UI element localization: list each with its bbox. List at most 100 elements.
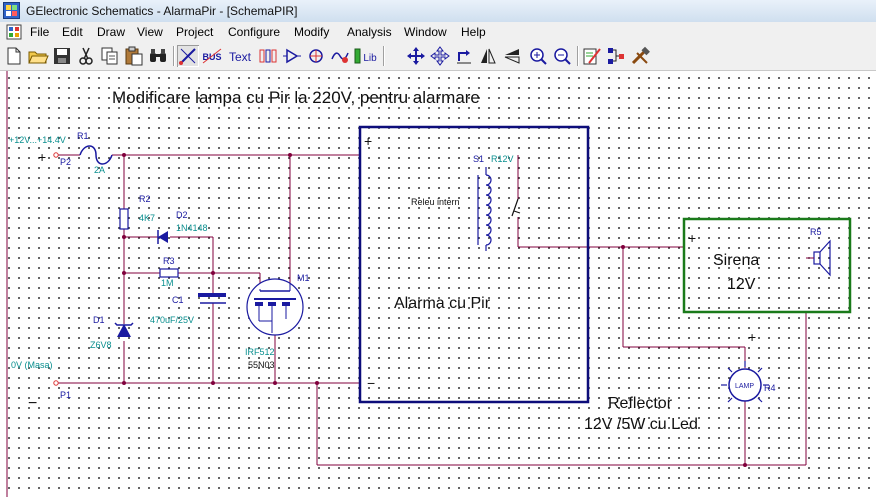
properties-button[interactable] (581, 45, 603, 67)
find-button[interactable] (147, 45, 169, 67)
cut-button[interactable] (75, 45, 97, 67)
menu-file[interactable]: File (30, 25, 50, 39)
fuse-r1[interactable] (79, 145, 113, 165)
relay-ref: S1 (473, 154, 484, 164)
fuse-r1-value: 2A (94, 165, 105, 175)
zoom-in-icon (530, 48, 547, 65)
zoom-out-icon (554, 48, 571, 65)
mosfet-m1-alt: 55N03 (248, 360, 275, 370)
netlist-button[interactable] (605, 45, 627, 67)
menu-edit[interactable]: Edit (62, 25, 83, 39)
document-icon[interactable] (6, 24, 22, 40)
toolbar-separator (383, 46, 385, 66)
diode-d2-value: 1N4148 (176, 223, 208, 233)
net-label-icon (259, 49, 277, 63)
alarm-module-box[interactable] (358, 125, 590, 404)
menu-draw[interactable]: Draw (97, 25, 126, 39)
move-button[interactable] (405, 45, 427, 67)
svg-text:Lib: Lib (363, 53, 377, 64)
schematic-canvas[interactable]: Modificare lampa cu Pir la 220V, pentru … (0, 71, 876, 497)
supply-positive-label: +12V...+14.4V (9, 135, 66, 145)
resistor-r3-ref: R3 (163, 256, 175, 266)
resistor-r2-ref: R2 (139, 194, 151, 204)
capacitor-c1-ref: C1 (172, 295, 184, 305)
tools-button[interactable] (629, 45, 651, 67)
diode-d2[interactable] (157, 230, 168, 244)
terminal-p1[interactable] (53, 380, 59, 386)
svg-text:BUS: BUS (202, 52, 221, 62)
supply-negative-label: 0V (Masa) (11, 360, 53, 370)
relay-contact[interactable] (511, 155, 521, 247)
new-button[interactable] (3, 45, 25, 67)
properties-icon (583, 48, 601, 65)
lamp-r4[interactable] (721, 361, 769, 403)
schematic-title: Modificare lampa cu Pir la 220V, pentru … (112, 88, 480, 107)
svg-text:Text: Text (229, 50, 252, 64)
mirror-button[interactable] (477, 45, 499, 67)
menu-configure[interactable]: Configure (228, 25, 281, 39)
menu-modify[interactable]: Modify (294, 25, 330, 39)
terminal-p2[interactable] (53, 152, 59, 158)
mirror-icon (481, 48, 496, 64)
mosfet-m1-value: IRF512 (245, 347, 275, 357)
relay-coil[interactable] (477, 167, 492, 251)
schematic-drawing: Modificare lampa cu Pir la 220V, pentru … (6, 71, 852, 497)
wire-tool-icon (179, 48, 196, 65)
open-icon (28, 51, 49, 64)
resistor-r3[interactable] (159, 268, 179, 278)
relay-value: R12V (491, 154, 514, 164)
find-icon (150, 49, 166, 62)
paste-button[interactable] (123, 45, 145, 67)
zener-d1-value: Z6V8 (90, 340, 112, 350)
relay-coil-label: Releu intern (411, 197, 460, 207)
siren-box[interactable] (682, 217, 852, 314)
zoom-out-button[interactable] (551, 45, 573, 67)
new-icon (7, 47, 21, 65)
copy-icon (101, 47, 118, 65)
library-button[interactable]: Lib (353, 45, 379, 67)
lamp-text: LAMP (735, 383, 754, 390)
supply-negative-sign: − (28, 395, 37, 412)
menu-project[interactable]: Project (176, 25, 214, 39)
speaker-r5-ref: R5 (810, 227, 822, 237)
mosfet-m1-ref: M1 (297, 273, 310, 283)
capacitor-c1-value: 470uF/25V (150, 315, 194, 325)
copy-button[interactable] (99, 45, 121, 67)
reflector-label-line2: 12V /5W cu Led (584, 416, 698, 433)
simulate-button[interactable] (329, 45, 351, 67)
library-icon: Lib (354, 48, 377, 64)
siren-plus-sign: + (688, 230, 696, 246)
speaker-icon (813, 239, 831, 277)
menu-view[interactable]: View (137, 25, 163, 39)
zoom-in-button[interactable] (527, 45, 549, 67)
rotate-button[interactable] (453, 45, 475, 67)
component-button[interactable] (281, 45, 303, 67)
menu-analysis[interactable]: Analysis (347, 25, 392, 39)
cut-icon (79, 47, 93, 65)
capacitor-c1[interactable] (198, 293, 226, 304)
save-button[interactable] (51, 45, 73, 67)
mosfet-m1[interactable] (246, 278, 304, 336)
alarm-plus-sign: + (364, 133, 372, 149)
terminal-p2-ref: P2 (60, 157, 71, 167)
netlist-icon (608, 48, 624, 64)
net-label-button[interactable] (257, 45, 279, 67)
zener-d1[interactable] (114, 322, 134, 337)
wire-tool-button[interactable] (177, 45, 199, 67)
resistor-r2[interactable] (119, 208, 129, 230)
drag-button[interactable] (429, 45, 451, 67)
title-bar: GElectronic Schematics - AlarmaPir - [Sc… (0, 0, 876, 23)
text-tool-button[interactable]: Text (225, 45, 255, 67)
open-button[interactable] (27, 45, 49, 67)
bus-tool-button[interactable]: BUS (201, 45, 223, 67)
toolbar-separator (173, 46, 175, 66)
probe-button[interactable] (305, 45, 327, 67)
component-icon (283, 48, 301, 64)
flip-icon (504, 49, 520, 64)
menu-help[interactable]: Help (461, 25, 486, 39)
bus-tool-icon: BUS (202, 48, 222, 64)
move-icon (407, 47, 425, 65)
flip-button[interactable] (501, 45, 523, 67)
diode-d2-ref: D2 (176, 210, 188, 220)
menu-window[interactable]: Window (404, 25, 447, 39)
